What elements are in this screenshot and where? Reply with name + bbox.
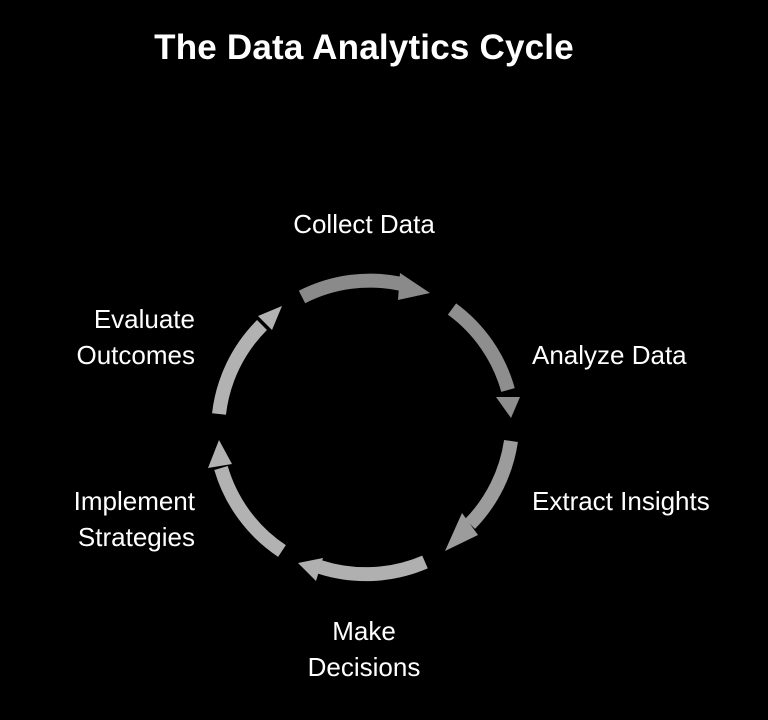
curved-arrow-icon [208,440,286,557]
stage-analyze-data: Analyze Data [532,340,687,370]
curved-arrow-icon [447,303,520,418]
curved-arrow-icon [298,555,428,582]
stage-extract-insights: Extract Insights [532,486,710,516]
diagram-title: The Data Analytics Cycle [154,28,574,67]
stage-collect-data: Collect Data [293,209,435,239]
curved-arrow-icon [298,273,430,304]
stage-evaluate-outcomes: Evaluate Outcomes [76,304,196,370]
stage-make-decisions: Make Decisions [307,616,421,682]
stage-implement-strategies: Implement Strategies [73,486,195,552]
curved-arrow-icon [212,306,282,415]
curved-arrow-icon [445,439,518,551]
